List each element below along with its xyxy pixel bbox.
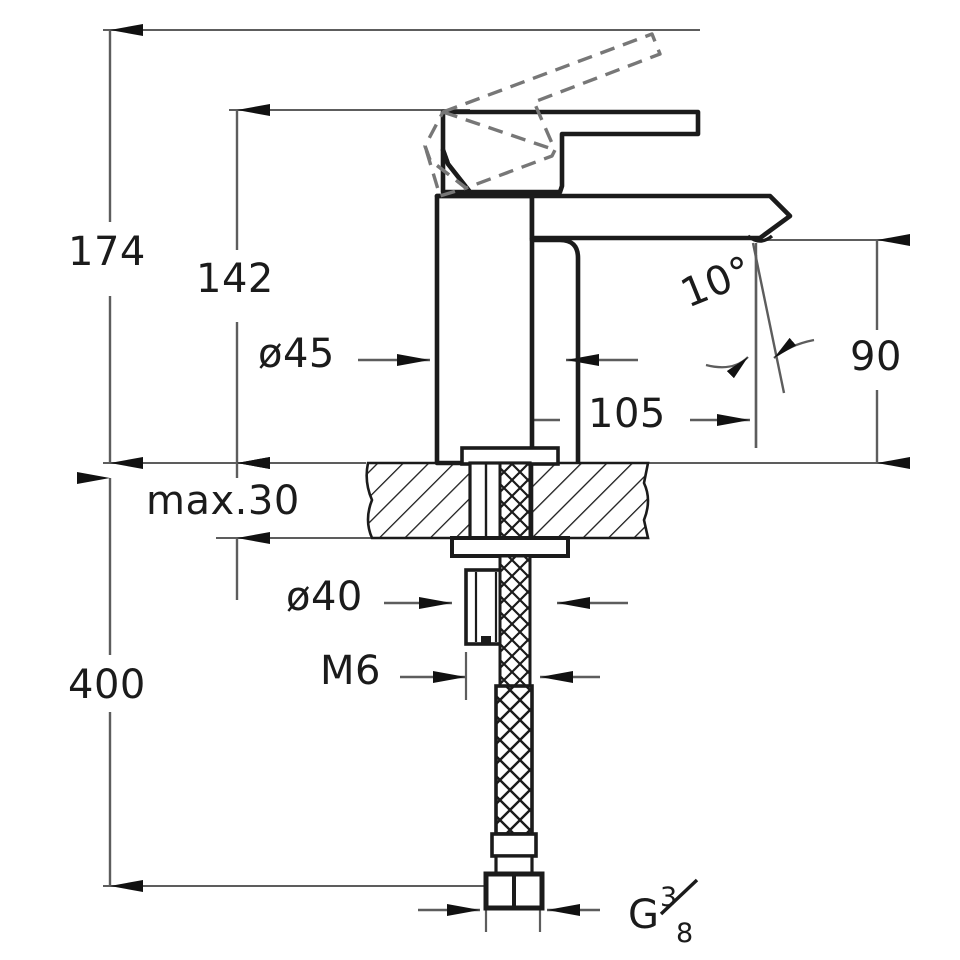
dimension-label-body-diameter: ø45 xyxy=(258,331,335,377)
dimension-label-hose-connection: G 3 8 xyxy=(628,878,699,949)
dimension-label-overall-height: 174 xyxy=(68,229,146,275)
dimension-label-spout-reach: 105 xyxy=(588,391,666,437)
dimension-thread-bolt: M6 xyxy=(320,648,600,700)
inner-supply-tube-upper xyxy=(498,461,532,540)
hose-ferrule xyxy=(490,832,538,858)
dimension-hose-connection: G 3 8 xyxy=(418,878,699,949)
faucet-spout-arm xyxy=(434,193,793,241)
hose-neck xyxy=(494,854,534,876)
dimension-hose-length: 400 xyxy=(68,538,146,892)
stud-notch xyxy=(481,636,491,644)
clamp-washer xyxy=(450,536,570,558)
dimension-label-base-plate-diameter: ø40 xyxy=(286,574,363,620)
faucet-handle xyxy=(440,109,701,195)
hose-connection-numerator: 3 xyxy=(660,882,678,913)
flexible-hose xyxy=(483,684,545,911)
countertop-section xyxy=(365,461,650,540)
inner-supply-tube-lower xyxy=(498,554,532,688)
handle-pivot-block xyxy=(440,147,473,195)
dimension-max-counter-thickness: max.30 xyxy=(77,457,300,600)
faucet-spout-inner-curve xyxy=(529,237,581,463)
faucet-body xyxy=(434,193,793,466)
aerator-lip xyxy=(746,234,774,243)
handle-pivot-block-ghost xyxy=(423,144,468,198)
hose-connection-denominator: 8 xyxy=(676,918,694,949)
hose-connection-fraction-bar xyxy=(659,878,699,916)
faucet-column xyxy=(434,193,535,466)
dimension-label-angle: 10° xyxy=(675,247,759,317)
dimension-label-projection: 90 xyxy=(850,334,902,380)
dimension-spout-height: 142 xyxy=(196,104,274,469)
handle-ghost-inner-line xyxy=(442,110,556,152)
dimension-overall-height: 174 xyxy=(68,24,146,469)
dimension-base-plate-diameter: ø40 xyxy=(286,574,628,620)
countertop-left xyxy=(365,461,492,540)
faucet-handle-open-ghost xyxy=(423,32,662,198)
dimension-angle: 10° xyxy=(675,242,815,448)
dimension-label-spout-height: 142 xyxy=(196,256,274,302)
dimension-label-max-counter-thickness: max.30 xyxy=(146,478,300,524)
dimension-body-diameter: ø45 xyxy=(258,331,638,377)
hose-braid-body xyxy=(494,684,534,836)
dimension-projection: 90 xyxy=(850,234,910,469)
dimension-label-thread-bolt: M6 xyxy=(320,648,381,694)
angle-stream-reference xyxy=(751,242,786,394)
hose-connection-letter: G xyxy=(628,892,660,938)
angle-leader-left xyxy=(705,356,749,379)
mounting-shank xyxy=(450,446,570,688)
dimension-label-hose-length: 400 xyxy=(68,662,146,708)
countertop-right xyxy=(530,461,650,540)
angle-leader-right xyxy=(773,337,815,359)
handle-lever-closed xyxy=(440,109,701,195)
